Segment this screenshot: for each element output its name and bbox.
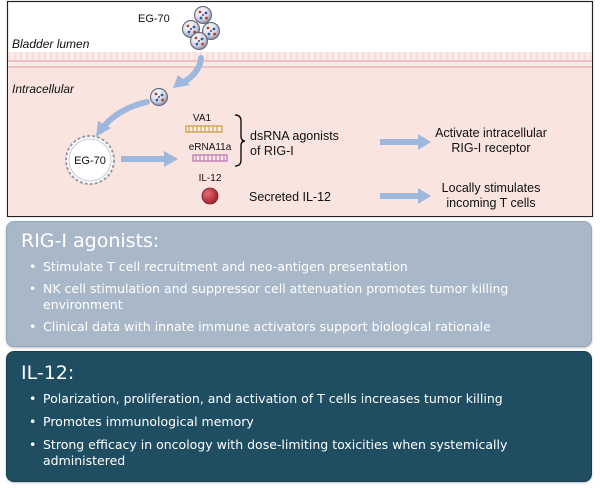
mechanism-diagram: Bladder lumen Intracellular EG-70 EG-70 … [6, 0, 594, 218]
cell-membrane [8, 52, 592, 68]
activate-arrowhead [418, 134, 431, 150]
activate-line1: Activate intracellular [435, 126, 547, 140]
va1-strand-icon [185, 125, 223, 133]
dsrna-text-line2: of RIG-I [250, 144, 294, 158]
rig-bullet-1: Stimulate T cell recruitment and neo-ant… [29, 259, 575, 275]
delivery-arrowhead [96, 121, 111, 137]
drug-label-top: EG-70 [138, 13, 170, 25]
stimulates-line2: incoming T cells [446, 196, 535, 210]
lumen-label: Bladder lumen [12, 37, 90, 51]
rig-bullet-2: NK cell stimulation and suppressor cell … [29, 281, 575, 313]
stimulate-arrowhead [418, 188, 431, 204]
il12-panel: IL-12: Polarization, proliferation, and … [6, 351, 592, 482]
rig-bullet-list: Stimulate T cell recruitment and neo-ant… [29, 259, 575, 341]
dsrna-text-line1: dsRNA agonists [250, 129, 339, 143]
grouping-brace [234, 114, 246, 167]
drug-label-ring: EG-70 [74, 155, 106, 167]
intracellular-label: Intracellular [12, 82, 75, 96]
il12-panel-title: IL-12: [21, 362, 75, 384]
il12-bullet-2: Promotes immunological memory [29, 414, 575, 430]
rig-bullet-3: Clinical data with innate immune activat… [29, 319, 575, 335]
plasmid-ring-icon [65, 135, 115, 185]
il12-protein-icon [201, 187, 219, 205]
activate-line2: RIG-I receptor [451, 141, 530, 155]
rig-panel-title: RIG-I agonists: [21, 230, 160, 252]
va1-label: VA1 [193, 113, 212, 124]
il12-bullet-1: Polarization, proliferation, and activat… [29, 391, 575, 407]
uptake-arrowhead [173, 75, 190, 88]
intracellular-region [8, 66, 592, 216]
uptake-arrow [181, 55, 204, 85]
erna-strand-icon [192, 154, 228, 162]
expression-arrowhead [164, 151, 178, 167]
stimulates-line1: Locally stimulates [442, 181, 541, 195]
erna-label: eRNA11a [189, 142, 232, 153]
rig-i-agonists-panel: RIG-I agonists: Stimulate T cell recruit… [6, 221, 592, 347]
il12-small-label: IL-12 [199, 173, 222, 184]
il12-bullet-3: Strong efficacy in oncology with dose-li… [29, 437, 575, 469]
delivery-arrow [101, 99, 150, 129]
internalized-nanoparticle-icon [150, 88, 168, 106]
il12-bullet-list: Polarization, proliferation, and activat… [29, 391, 575, 476]
secreted-text: Secreted IL-12 [249, 190, 331, 204]
